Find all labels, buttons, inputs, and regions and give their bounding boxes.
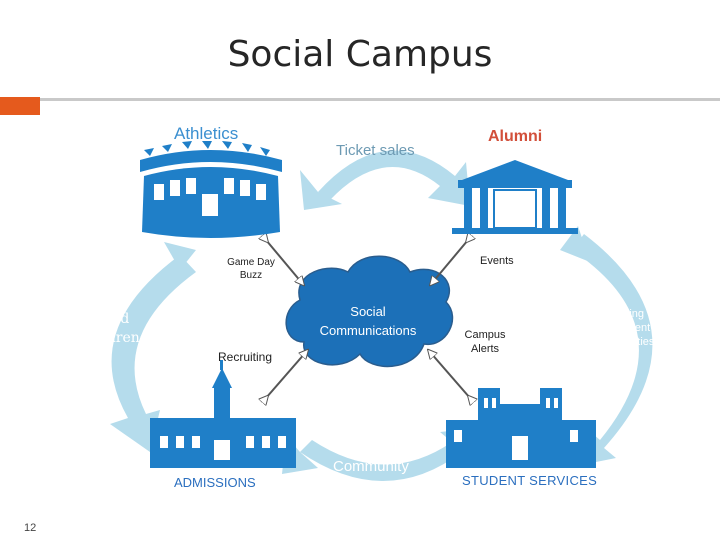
networking-line-2: Employment xyxy=(589,322,651,334)
brand-awareness-label: Brand Awareness xyxy=(86,310,162,348)
brand-awareness-line-1: Brand xyxy=(86,311,130,327)
campus-alerts-label: Campus Alerts xyxy=(464,329,506,355)
stadium-icon xyxy=(140,141,282,238)
connector-arrow-student-services xyxy=(430,352,470,398)
social-communications-label: Social Communications xyxy=(319,304,417,338)
connector-arrow-alumni xyxy=(432,240,468,283)
title-divider xyxy=(40,98,720,101)
connector-arrows xyxy=(266,240,470,398)
networking-label: Networking Employment Opportunities xyxy=(589,307,654,349)
connector-arrow-admissions xyxy=(266,352,306,398)
accent-tab xyxy=(0,97,40,115)
alumni-label: Alumni xyxy=(488,128,543,145)
slide-title: Social Campus xyxy=(227,34,493,75)
athletics-label: Athletics xyxy=(174,124,239,143)
page-number: 12 xyxy=(24,522,37,534)
ticket-sales-label: Ticket sales xyxy=(336,142,415,159)
game-day-buzz-label: Game Day Buzz xyxy=(227,257,275,281)
admissions-label: ADMISSIONS xyxy=(174,475,256,490)
recruiting-label: Recruiting xyxy=(218,350,273,364)
admissions-hall-icon xyxy=(150,360,296,468)
brand-awareness-line-2: Awareness xyxy=(86,330,163,346)
networking-line-3: Opportunities xyxy=(589,336,655,348)
flow-arrow-brand-awareness xyxy=(110,242,196,452)
flow-arrow-networking xyxy=(560,226,653,466)
student-services-label: STUDENT SERVICES xyxy=(462,473,598,488)
alumni-hall-icon xyxy=(452,160,578,234)
connector-arrow-athletics xyxy=(266,240,302,283)
flow-arrow-ticket-sales xyxy=(300,150,470,210)
student-services-hall-icon xyxy=(446,388,596,468)
community-label: Community xyxy=(333,458,409,475)
networking-line-1: Networking xyxy=(589,308,645,320)
events-label: Events xyxy=(480,255,514,267)
